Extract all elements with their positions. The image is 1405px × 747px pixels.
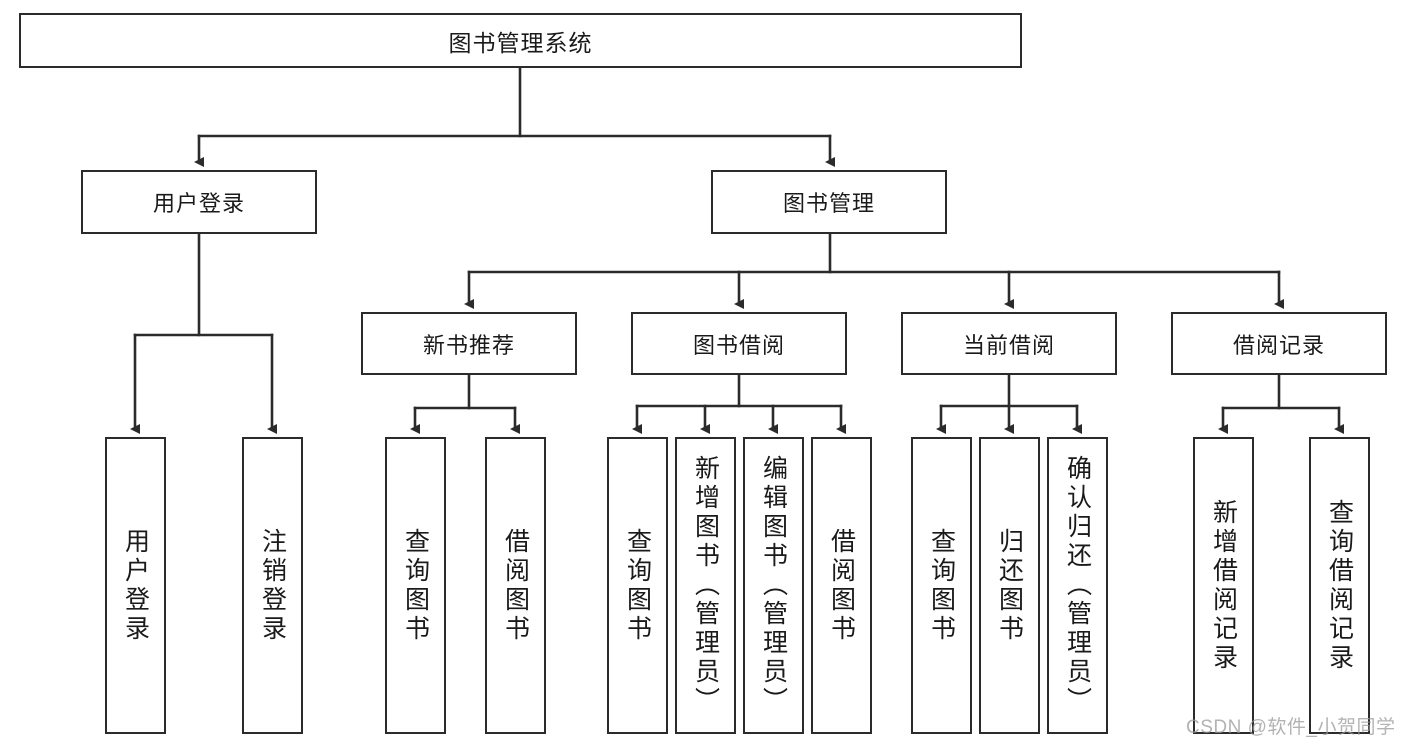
node-label: 当前借阅: [962, 332, 1055, 358]
leaf-edit-book-admin[interactable]: 编辑图书（管理员）: [743, 437, 804, 734]
node-label: 查询图书: [401, 527, 430, 644]
node-current-borrow[interactable]: 当前借阅: [901, 312, 1117, 375]
node-book-manage[interactable]: 图书管理: [711, 170, 947, 234]
node-label: 归还图书: [995, 527, 1024, 644]
node-label: 图书管理: [782, 191, 875, 216]
node-borrow-record[interactable]: 借阅记录: [1171, 312, 1387, 375]
leaf-user-login[interactable]: 用户登录: [105, 437, 166, 734]
node-label: 新书推荐: [422, 332, 515, 358]
node-label: 用户登录: [121, 527, 150, 644]
node-label: 查询图书: [623, 527, 652, 644]
node-label: 图书管理系统: [448, 29, 593, 56]
node-label: 确认归还（管理员）: [1063, 455, 1092, 716]
node-label: 查询图书: [927, 527, 956, 644]
leaf-query-book-new-rec[interactable]: 查询图书: [385, 437, 446, 734]
leaf-add-borrow-record[interactable]: 新增借阅记录: [1193, 437, 1254, 734]
node-label: 借阅图书: [501, 527, 530, 644]
node-user-login[interactable]: 用户登录: [81, 170, 317, 234]
leaf-borrow-book[interactable]: 借阅图书: [811, 437, 872, 734]
leaf-confirm-return-admin[interactable]: 确认归还（管理员）: [1047, 437, 1108, 734]
leaf-query-book-current[interactable]: 查询图书: [911, 437, 972, 734]
node-book-borrow[interactable]: 图书借阅: [631, 312, 847, 375]
leaf-query-borrow-record[interactable]: 查询借阅记录: [1309, 437, 1370, 734]
node-label: 图书借阅: [692, 332, 785, 358]
leaf-logout[interactable]: 注销登录: [242, 437, 303, 734]
leaf-borrow-book-new-rec[interactable]: 借阅图书: [485, 437, 546, 734]
leaf-add-book-admin[interactable]: 新增图书（管理员）: [675, 437, 736, 734]
node-label: 查询借阅记录: [1325, 498, 1354, 673]
node-label: 注销登录: [258, 527, 287, 644]
node-new-book-recommendation[interactable]: 新书推荐: [361, 312, 577, 375]
leaf-query-book-borrow[interactable]: 查询图书: [607, 437, 668, 734]
leaf-return-book[interactable]: 归还图书: [979, 437, 1040, 734]
node-label: 新增图书（管理员）: [691, 455, 720, 716]
node-label: 借阅记录: [1232, 332, 1325, 358]
node-label: 新增借阅记录: [1209, 498, 1238, 673]
node-label: 编辑图书（管理员）: [759, 455, 788, 716]
node-root-book-management-system[interactable]: 图书管理系统: [19, 13, 1022, 68]
node-label: 用户登录: [152, 191, 245, 216]
node-label: 借阅图书: [827, 527, 856, 644]
